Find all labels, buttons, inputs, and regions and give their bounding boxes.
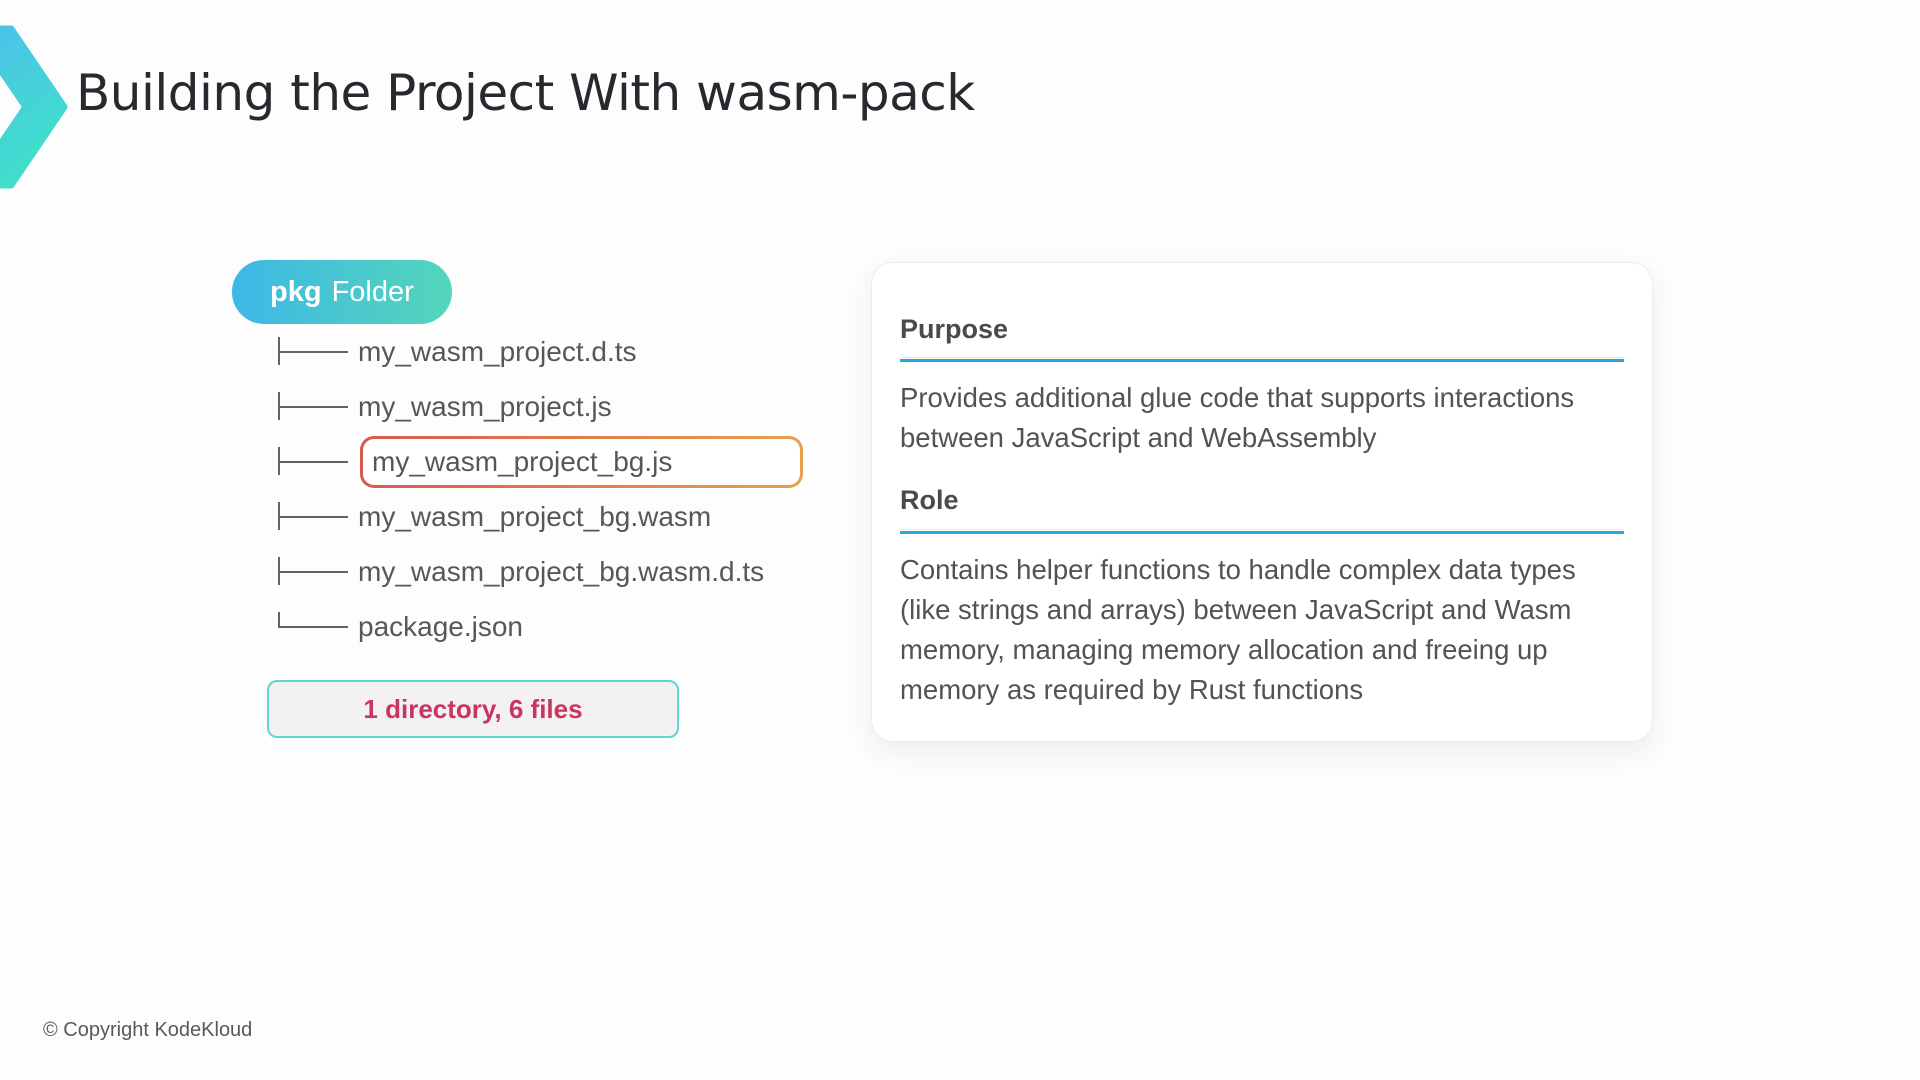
tree-branch-icon	[278, 599, 348, 654]
file-name: my_wasm_project_bg.wasm.d.ts	[358, 555, 765, 587]
tree-branch-icon	[278, 434, 348, 489]
tree-row: my_wasm_project_bg.wasm.d.ts	[232, 544, 852, 599]
badge-label: Folder	[331, 275, 414, 308]
file-name: my_wasm_project.js	[358, 390, 612, 422]
card-section: Purpose Provides additional glue code th…	[900, 313, 1624, 458]
file-highlight-box: my_wasm_project_bg.js	[360, 435, 803, 488]
page-title: Building the Project With wasm-pack	[76, 64, 975, 122]
tree-row: my_wasm_project_bg.js	[232, 434, 852, 489]
pkg-folder-badge: pkg Folder	[232, 260, 452, 324]
file-name: my_wasm_project_bg.wasm	[358, 500, 712, 532]
badge-prefix: pkg	[270, 275, 322, 308]
tree-branch-icon	[278, 489, 348, 544]
tree-row: my_wasm_project_bg.wasm	[232, 489, 852, 544]
section-body: Contains helper functions to handle comp…	[900, 553, 1576, 705]
card-section: Role Contains helper functions to handle…	[900, 484, 1624, 709]
section-underline	[900, 528, 1624, 534]
tree-branch-icon	[278, 324, 348, 379]
tree-row: package.json	[232, 599, 852, 654]
tree-branch-icon	[278, 544, 348, 599]
summary-box: 1 directory, 6 files	[267, 680, 679, 738]
copyright-footer: © Copyright KodeKloud	[43, 1019, 253, 1041]
info-card: Purpose Provides additional glue code th…	[871, 262, 1653, 742]
kodekloud-chevron-logo-icon: .logo-stop-a{stop-color:var(--logo_gradi…	[0, 25, 68, 189]
file-name: package.json	[358, 610, 524, 642]
tree-row: my_wasm_project.js	[232, 379, 852, 434]
summary-text: 1 directory, 6 files	[363, 693, 583, 724]
pkg-folder-panel: pkg Folder my_wasm_project.d.ts my_wasm_…	[232, 260, 852, 738]
section-heading: Purpose	[900, 314, 1009, 344]
tree-branch-icon	[278, 379, 348, 434]
tree-row: my_wasm_project.d.ts	[232, 324, 852, 379]
section-body: Provides additional glue code that suppo…	[900, 382, 1575, 454]
file-name: my_wasm_project_bg.js	[363, 438, 800, 485]
file-name: my_wasm_project.d.ts	[358, 335, 637, 367]
section-underline	[900, 357, 1624, 363]
section-heading: Role	[900, 485, 959, 516]
file-tree: my_wasm_project.d.ts my_wasm_project.js …	[232, 324, 852, 654]
